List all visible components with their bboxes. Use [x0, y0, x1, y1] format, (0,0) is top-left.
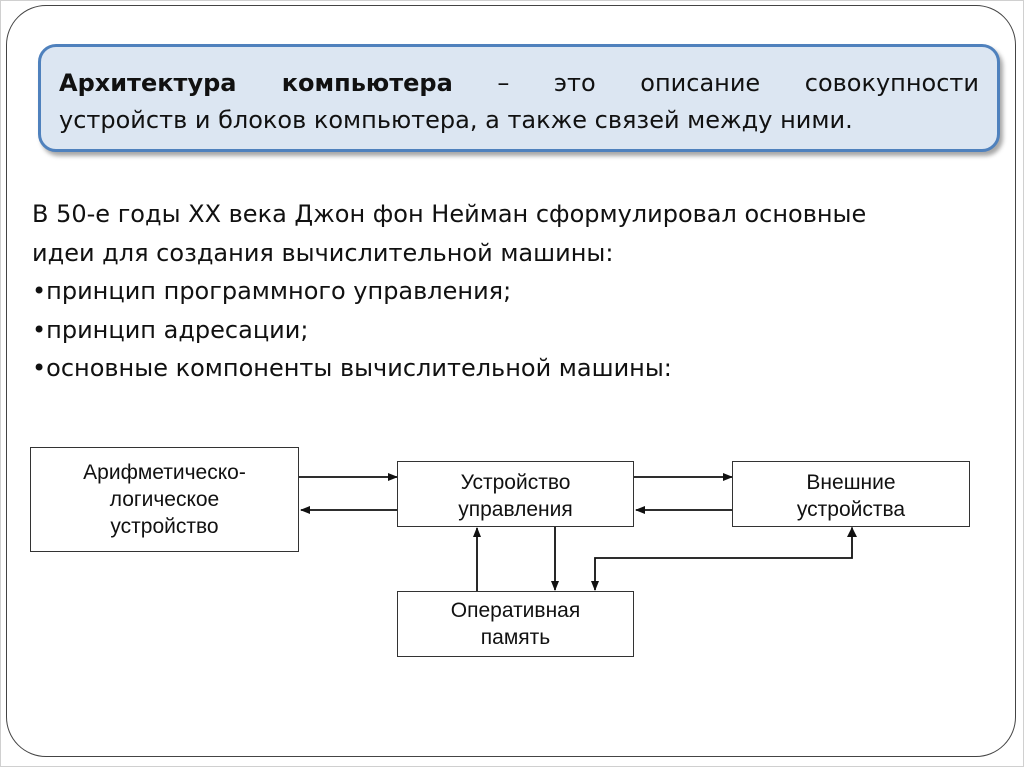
node-external-label: Внешние [806, 471, 896, 494]
node-alu: Арифметическо- логическое устройство [30, 447, 299, 552]
node-control-label: Устройство [460, 471, 571, 494]
bullet-item: •принцип программного управления; [32, 277, 512, 305]
bullet-item: •основные компоненты вычислительной маши… [32, 354, 672, 382]
definition-line-1: Архитектура компьютера – это описание со… [59, 65, 979, 102]
node-ram-label: память [480, 626, 551, 649]
definition-term: Архитектура компьютера [59, 69, 453, 97]
intro-text: В 50-е годы XX века Джон фон Нейман сфор… [32, 195, 992, 388]
node-control-unit: Устройство управления [397, 461, 634, 527]
node-alu-label: устройство [110, 515, 219, 538]
node-alu-label: логическое [109, 488, 220, 511]
arrow-external-ram-bidirectional [591, 519, 856, 591]
definition-text-1: – это описание совокупности [452, 69, 979, 97]
node-control-label: управления [458, 498, 573, 521]
node-ram: Оперативная память [397, 591, 634, 657]
node-ram-label: Оперативная [450, 599, 581, 622]
node-external-label: устройства [796, 498, 906, 521]
node-alu-label: Арифметическо- [83, 461, 246, 484]
bullet-item: •принцип адресации; [32, 315, 309, 344]
definition-line-2: устройств и блоков компьютера, а также с… [59, 106, 853, 134]
arrowhead-external-up [847, 527, 857, 537]
intro-line-1: В 50-е годы XX века Джон фон Нейман сфор… [32, 200, 867, 228]
definition-box: Архитектура компьютера – это описание со… [38, 44, 1000, 152]
intro-line-2: идеи для создания вычислительной машины: [32, 238, 614, 267]
node-external-devices: Внешние устройства [732, 461, 970, 527]
